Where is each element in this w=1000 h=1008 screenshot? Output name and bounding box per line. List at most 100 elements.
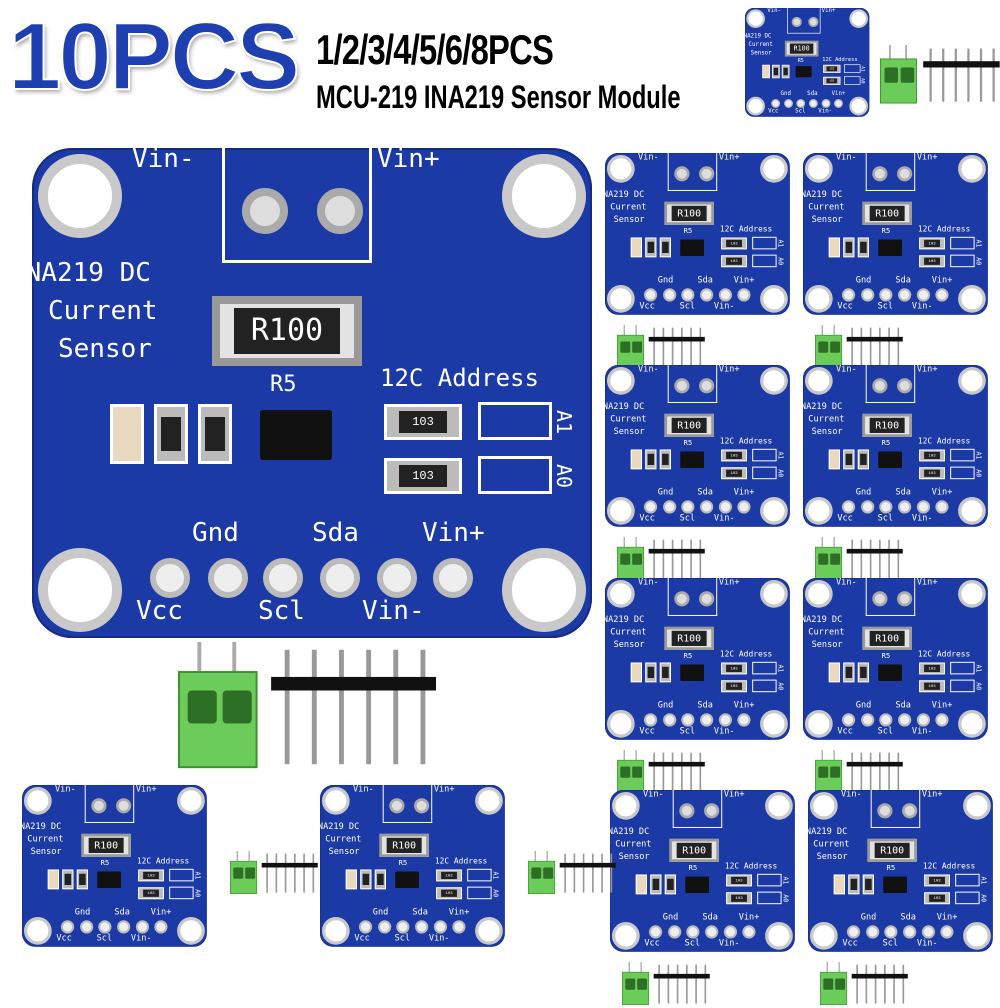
label-vin-plus: Vin+ — [931, 275, 953, 285]
terminal-pad — [674, 378, 690, 394]
terminal-outline — [865, 153, 916, 191]
address-resistor: 103 — [138, 887, 164, 900]
label-vcc: Vcc — [644, 937, 660, 948]
mounting-hole — [804, 366, 833, 395]
terminal-block — [815, 759, 843, 793]
mounting-hole — [804, 579, 833, 608]
address-resistor: 103 — [823, 64, 841, 73]
address-resistor: 103 — [823, 76, 841, 85]
label-scl: Scl — [679, 512, 696, 523]
label-a0: A0 — [776, 257, 785, 266]
pin-hole — [834, 99, 843, 108]
resistor — [843, 662, 855, 683]
label-vin-plus: Vin+ — [733, 487, 755, 497]
label-r5: R5 — [683, 438, 693, 448]
capacitor — [110, 404, 144, 464]
pin-hole — [378, 920, 392, 934]
terminal-block — [815, 334, 843, 368]
shunt-label: R100 — [386, 837, 422, 853]
terminal-outline — [672, 790, 723, 828]
label-scl: Scl — [877, 512, 894, 523]
jumper-a1 — [752, 236, 777, 250]
terminal-outline — [787, 8, 821, 34]
pin-hole — [861, 288, 875, 302]
board-title: INA219 DC — [320, 821, 360, 832]
label-i2c-address: 12C Address — [719, 224, 773, 234]
pin-hole — [879, 500, 893, 514]
pin-hole — [263, 558, 303, 598]
pin-hole — [916, 713, 931, 727]
jumper-a0 — [752, 466, 777, 480]
label-sda: Sda — [412, 907, 428, 917]
terminal-block — [815, 546, 843, 580]
label-r5: R5 — [797, 57, 804, 64]
mounting-hole — [475, 786, 503, 815]
resistor — [645, 449, 657, 470]
jumper-a1 — [467, 868, 492, 882]
board-title: Sensor — [613, 426, 645, 437]
capacitor — [630, 237, 642, 258]
pin-hole — [737, 288, 751, 302]
label-a0: A0 — [974, 257, 983, 266]
shunt-label: R100 — [874, 842, 910, 858]
mounting-hole — [804, 285, 833, 313]
label-r5: R5 — [683, 651, 693, 661]
pin-hole — [821, 99, 831, 108]
terminal-pad — [674, 166, 690, 182]
mounting-hole — [958, 285, 986, 313]
mounting-hole — [177, 917, 205, 945]
jumper-a1 — [169, 868, 194, 882]
board-title: Current — [615, 838, 652, 849]
mounting-hole — [760, 497, 788, 525]
resistor — [659, 449, 671, 470]
mounting-hole — [611, 922, 640, 950]
pin-hole — [940, 925, 954, 939]
label-vin-minus: Vin- — [132, 148, 195, 174]
shunt-resistor: R100 — [212, 296, 362, 366]
mounting-hole — [809, 791, 838, 820]
pin-hole — [98, 920, 112, 934]
pin-hole — [771, 99, 781, 108]
label-a0: A0 — [781, 894, 790, 903]
capacitor — [345, 869, 357, 890]
terminal-pad — [877, 803, 893, 819]
pin-hole — [358, 920, 373, 934]
label-r5: R5 — [270, 372, 297, 397]
terminal-outline — [667, 365, 718, 403]
pin-hole — [700, 500, 714, 514]
board-title: Current — [27, 833, 64, 844]
pin-hole — [898, 500, 912, 514]
label-r5: R5 — [688, 863, 698, 873]
pin-hole — [60, 920, 75, 934]
label-vin-plus: Vin+ — [150, 907, 172, 917]
ina219-chip — [878, 451, 902, 468]
mounting-hole — [606, 285, 635, 313]
accessories — [815, 750, 904, 796]
label-scl: Scl — [258, 596, 305, 626]
ina219-chip — [878, 664, 902, 681]
pin-hole — [898, 288, 912, 302]
terminal-block — [820, 971, 848, 1005]
address-resistor: 103 — [721, 662, 747, 675]
label-a0: A0 — [193, 889, 202, 898]
pin-hole — [723, 925, 738, 939]
shunt-label: R100 — [869, 417, 905, 433]
label-vin-plus: Vin+ — [921, 790, 943, 799]
terminal-pad — [897, 378, 913, 394]
terminal-outline — [84, 785, 135, 823]
mounting-hole — [958, 154, 986, 183]
shunt-label: R100 — [671, 417, 707, 433]
accessories — [617, 537, 706, 583]
terminal-outline — [667, 578, 718, 616]
label-a1: A1 — [193, 871, 202, 880]
pin-hole — [841, 288, 856, 302]
mounting-hole — [38, 154, 122, 238]
board-title: INA219 DC — [22, 821, 62, 832]
pin-hole — [808, 99, 818, 108]
pin-header — [271, 676, 437, 691]
resistor — [360, 869, 372, 890]
board-title: Sensor — [613, 639, 645, 650]
pin-hole — [135, 920, 150, 934]
pin-hole — [681, 500, 695, 514]
label-scl: Scl — [679, 725, 696, 736]
